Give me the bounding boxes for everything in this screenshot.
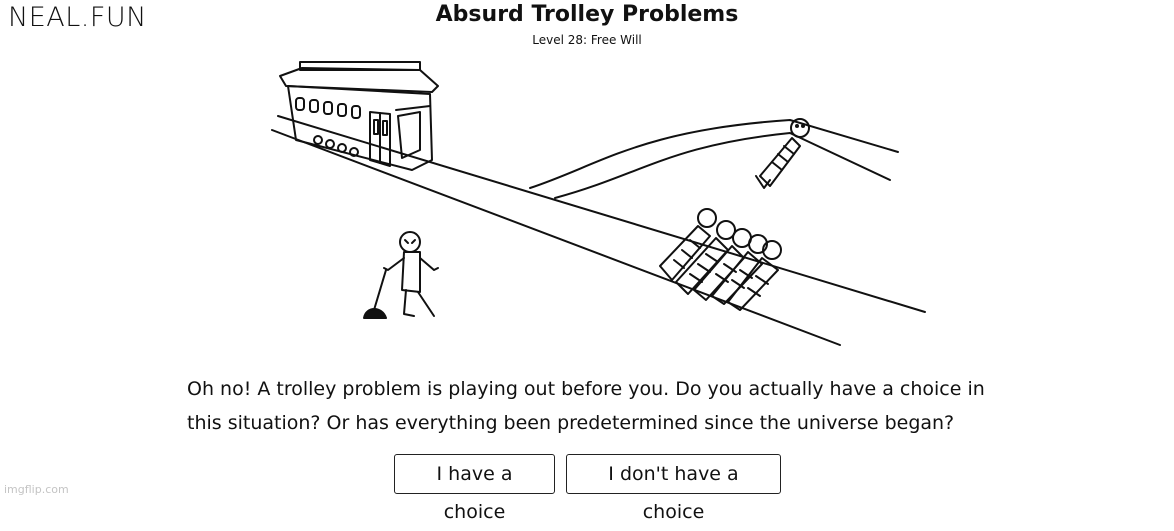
choice-buttons: I have a choice I don't have a choice (394, 454, 781, 523)
person-on-upper-track (755, 118, 810, 189)
person-at-lever (383, 231, 439, 317)
level-subtitle: Level 28: Free Will (532, 33, 642, 47)
trolley-scene-illustration (271, 61, 926, 346)
no-choice-button[interactable]: I don't have a choice (566, 454, 781, 523)
imgflip-watermark: imgflip.com (4, 483, 69, 496)
page-title: Absurd Trolley Problems (435, 2, 739, 27)
scenario-prompt: Oh no! A trolley problem is playing out … (187, 378, 985, 434)
site-logo[interactable]: NEAL.FUN (8, 2, 147, 33)
have-choice-button[interactable]: I have a choice (394, 454, 555, 523)
track-lever (363, 269, 387, 319)
five-people-on-lower-track (659, 208, 782, 311)
trolley (279, 61, 439, 171)
track-rails (271, 115, 926, 346)
